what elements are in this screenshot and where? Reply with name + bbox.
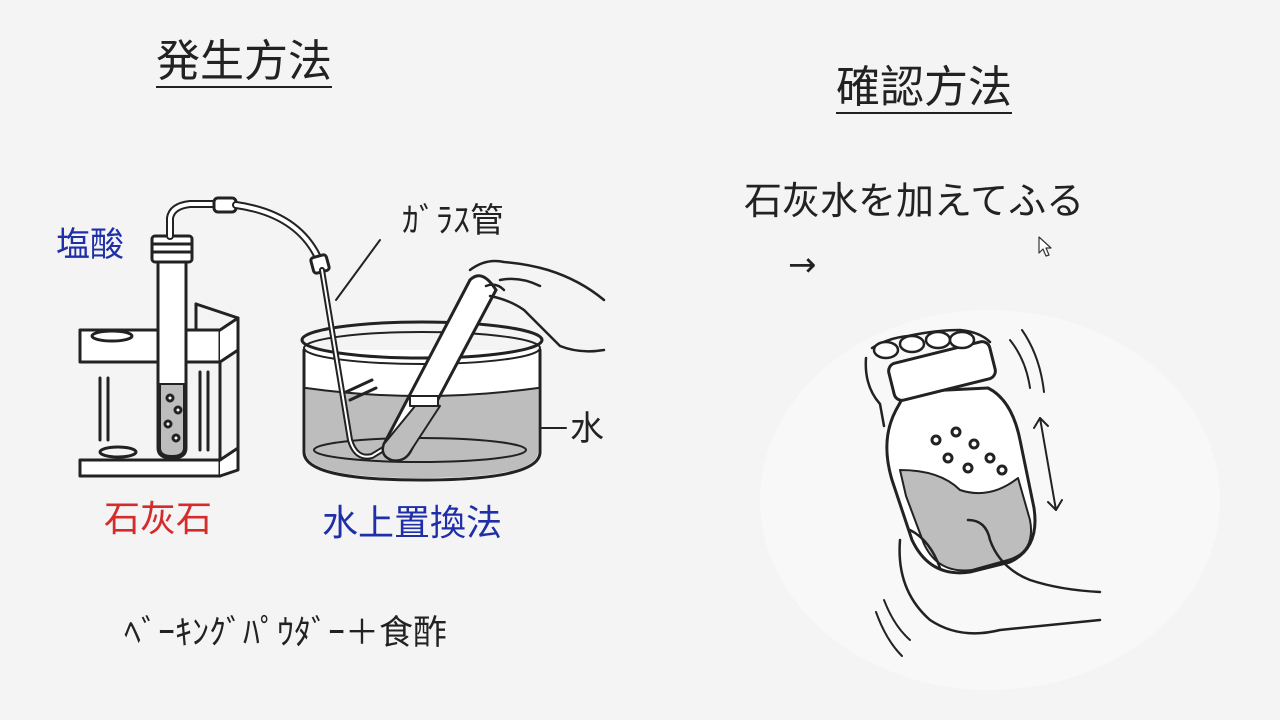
lime-water-bottle (885, 340, 1037, 575)
rubber-tubing (166, 196, 331, 275)
result-arrow: → (788, 245, 817, 285)
test-tube-rack (78, 302, 240, 478)
generation-method-heading: 発生方法 (156, 36, 332, 87)
motion-lines (875, 329, 1063, 657)
confirmation-instruction: 石灰水を加えてふる (744, 179, 1085, 223)
hand-bottom (898, 518, 1102, 635)
water-displacement-label: 水上置換法 (322, 503, 503, 544)
reaction-test-tube (150, 234, 194, 460)
glass-tube-label: ｶﾞﾗｽ管 (402, 201, 504, 241)
collecting-test-tube (381, 274, 498, 462)
confirmation-method-heading: 確認方法 (836, 62, 1012, 113)
mouse-cursor-icon (1038, 236, 1052, 257)
limestone-label: 石灰石 (104, 499, 213, 540)
baking-powder-vinegar-label: ﾍﾞｰｷﾝｸﾞﾊﾟｳﾀﾞｰ＋食酢 (124, 613, 447, 653)
water-label: 水 (570, 409, 604, 449)
hand-top (864, 328, 992, 428)
hand-left (468, 259, 606, 353)
hydrochloric-acid-label: 塩酸 (56, 225, 124, 265)
glass-delivery-tube (319, 267, 401, 460)
